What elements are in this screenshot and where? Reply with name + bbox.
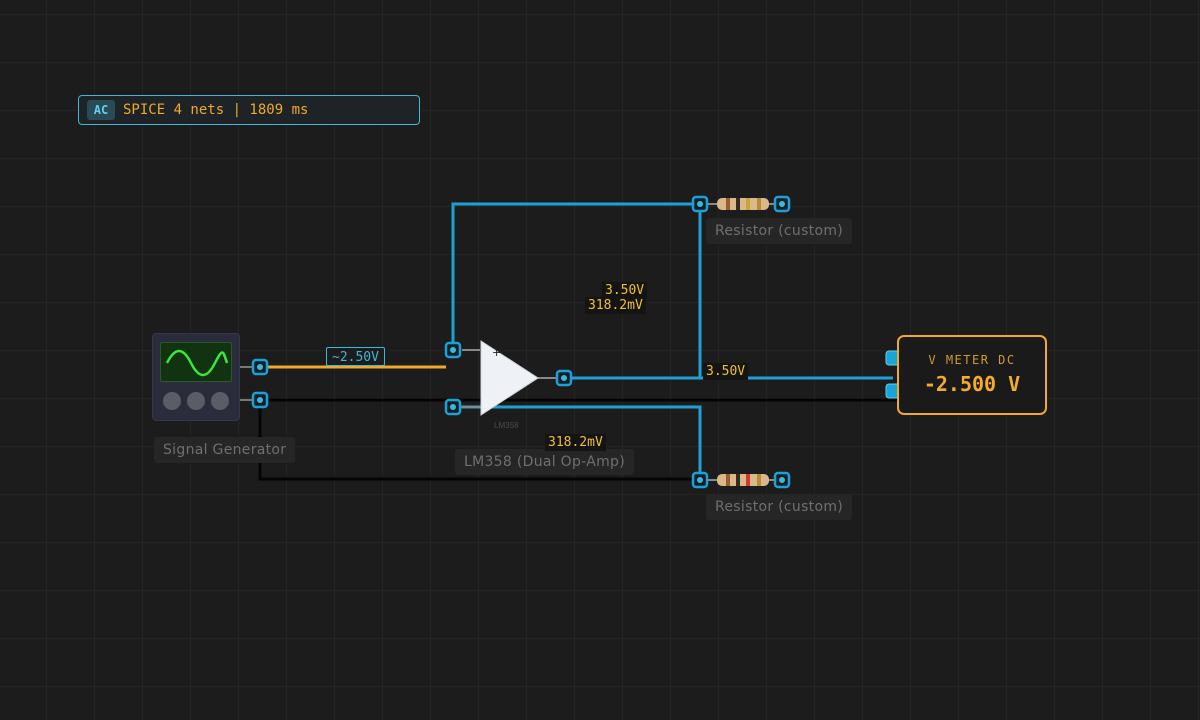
siggen-knob[interactable]: [187, 392, 205, 410]
resistor-top-label: Resistor (custom): [706, 218, 853, 244]
resistor-top-pin-left[interactable]: [691, 195, 709, 213]
svg-text:+: +: [492, 346, 501, 359]
vmeter-reading: -2.500 V: [923, 372, 1021, 396]
resistor-bottom-pin-left[interactable]: [691, 471, 709, 489]
resistor-top-pin-right[interactable]: [773, 195, 791, 213]
opamp-chip-text: LM358: [494, 421, 519, 430]
opamp-label: LM358 (Dual Op-Amp): [455, 449, 634, 475]
signal-generator[interactable]: [152, 333, 240, 421]
probe-feedback-voltage: 3.50V: [602, 282, 648, 299]
sine-wave-icon: [160, 342, 232, 382]
ac-mode-badge[interactable]: AC: [87, 100, 115, 120]
siggen-knob[interactable]: [211, 392, 229, 410]
opamp-output-pin[interactable]: [555, 369, 573, 387]
vmeter-title: V METER DC: [928, 353, 1016, 367]
resistor-bottom-body[interactable]: [707, 474, 775, 486]
siggen-knob[interactable]: [163, 392, 181, 410]
opamp-symbol[interactable]: +: [462, 340, 556, 416]
resistor-bottom-pin-right[interactable]: [773, 471, 791, 489]
opamp-noninverting-pin[interactable]: [444, 341, 462, 359]
probe-output-voltage: 3.50V: [703, 363, 749, 380]
simulation-status-bar: AC SPICE 4 nets | 1809 ms: [78, 95, 420, 125]
feedback-wire[interactable]: [451, 202, 700, 350]
siggen-output-pin[interactable]: [251, 358, 269, 376]
signal-generator-label: Signal Generator: [154, 437, 296, 463]
probe-feedback-current: 318.2mV: [585, 297, 646, 314]
ground-return-wire[interactable]: [258, 400, 700, 481]
source-voltage-tag: ~2.50V: [326, 347, 385, 366]
dc-voltmeter[interactable]: V METER DC -2.500 V: [897, 335, 1047, 415]
probe-bottom-current: 318.2mV: [545, 434, 606, 451]
simulation-status-text: SPICE 4 nets | 1809 ms: [123, 102, 309, 118]
resistor-top-body[interactable]: [707, 198, 775, 210]
resistor-bottom-label: Resistor (custom): [706, 494, 853, 520]
siggen-ground-pin[interactable]: [251, 391, 269, 409]
opamp-inverting-pin[interactable]: [444, 398, 462, 416]
inverting-input-wire[interactable]: [453, 405, 702, 480]
